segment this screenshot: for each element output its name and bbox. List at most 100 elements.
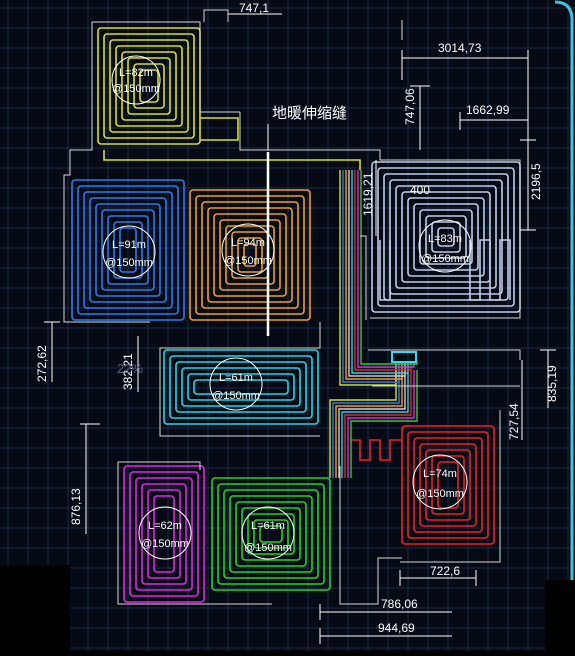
faint-watermark-text: 22% [117,361,143,376]
zone-spacing: @150mm [416,488,464,500]
pipe-loop [413,437,483,533]
wall-line [368,349,521,360]
feed-pipes [329,170,418,478]
pipe-loop [401,425,495,545]
pipe-loop [389,179,503,295]
pipe-loop [219,219,281,291]
pipe-loop [425,449,471,521]
dim-382-21: 382,21 [121,353,135,390]
zone-length: L=74m [423,468,457,480]
pipe-loop [243,243,257,267]
pipe-loop [259,525,283,543]
pipe-loop [217,483,325,585]
dim-400: 400 [410,183,430,197]
pipe-loop [189,189,311,321]
pipe-loop [163,349,319,425]
pipe-loop [213,213,287,297]
frame-edge [554,0,574,650]
pipe-loop [95,203,161,297]
corner-patch [0,565,70,651]
expansion-joint-label: 地暖伸缩缝 [272,105,347,122]
wall-line [117,462,272,605]
wall-line [360,235,367,320]
pipe-loop [89,197,167,303]
pipe-loop [101,209,155,291]
loop-blue [71,179,185,321]
pipe-serpentine [350,439,402,461]
pipe-loop [377,167,515,307]
feed-pipe [348,170,406,377]
pipe-loop [211,477,331,591]
feed-pipe [347,370,415,478]
loop-orange [189,189,311,321]
pipe-loop [129,471,199,597]
pipe-loop [147,489,181,579]
pipe-loop [133,63,165,109]
pipe-loop [195,195,305,315]
pipe-loop [153,495,175,573]
pipe-loop [413,203,479,271]
pipe-loop [425,215,467,259]
pipe-loop [437,227,455,247]
dim-3014-73: 3014,73 [438,41,482,55]
zone-length: L=61m [219,372,253,384]
feed-pipe [344,370,412,478]
wall-line [92,21,240,113]
dimension-texts: 747,1 3014,73 747,06 1662,99 2196,5 1619… [35,1,559,635]
dim-1662-99: 1662,99 [466,103,510,117]
pipe-loop [419,443,477,527]
pipe-loop [123,465,205,603]
zone-length: L=91m [112,239,146,251]
zone-spacing: @150mm [244,542,292,554]
pipe-loop [83,191,173,309]
pipe-loop [201,201,299,309]
dim-747-06: 747,06 [403,88,417,125]
feed-pipe [354,170,412,371]
zone-label-yellow: L=82m @150mm [111,55,161,105]
zone-spacing: @150mm [105,257,153,269]
wall-line [239,112,360,151]
pipe-loop [207,207,293,303]
pipe-loop [235,501,307,567]
pipe-loop [193,379,289,395]
dim-722-6: 722,6 [430,564,460,578]
pipe-loop [175,361,307,413]
feed-pipe [329,370,397,478]
pipe-loop [103,33,195,139]
pipe-loop [223,489,319,579]
pipe-loop [401,191,491,283]
zone-label-blue: L=91m @150mm [102,225,156,279]
zone-spacing: @150mm [224,255,272,267]
zone-labels: L=82m @150mm L=91m @150mm L=94m @150mm L… [102,55,472,560]
pipe-loop [407,197,485,277]
dim-747-1: 747,1 [239,1,269,15]
pipe-loop [107,215,149,285]
loop-white [371,161,521,313]
dim-786-06: 786,06 [381,597,418,611]
pipe-loop [119,227,137,273]
pipe-loop [109,39,189,133]
pipe-loop [253,519,289,549]
pipe-loop [141,483,187,585]
pipe-loop [135,477,193,591]
corner-patch [545,580,575,651]
pipe-loop [407,431,489,539]
dim-1619-21: 1619,21 [361,172,375,216]
dim-944-69: 944,69 [378,621,415,635]
feed-pipe [338,370,406,478]
pipe-loop [169,355,313,419]
zone-length: L=62m [148,520,182,532]
pipe-loop [181,367,301,407]
zone-label-magenta: L=62m @150mm [138,506,192,560]
zone-length: L=83m [428,233,462,245]
pipe-run [103,150,361,170]
wall-line [159,322,321,437]
zone-length: L=94m [231,237,265,249]
manifold [391,351,417,363]
wall-line [63,22,150,323]
zone-spacing: @150mm [141,538,189,550]
